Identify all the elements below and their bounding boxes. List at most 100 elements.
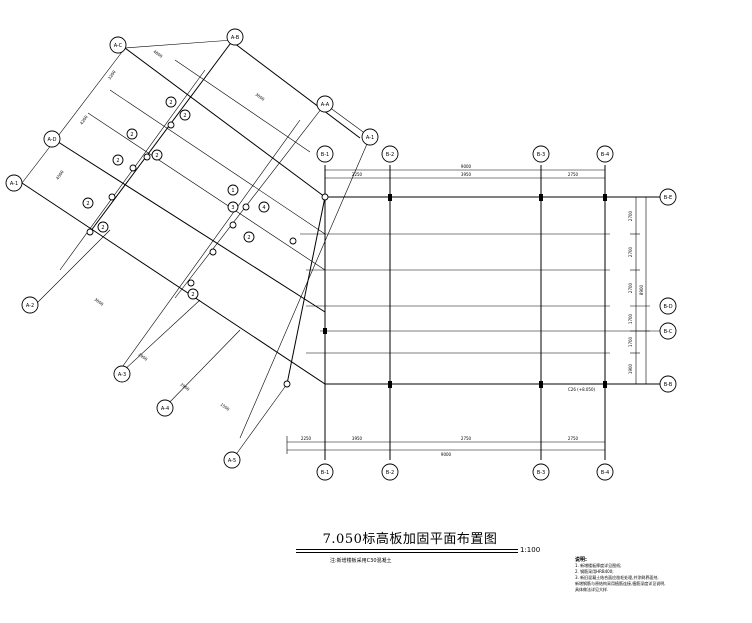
svg-text:A-5: A-5 [228,458,236,464]
svg-text:B-2: B-2 [386,152,394,158]
svg-text:B-E: B-E [664,195,672,201]
drawing-title: 7.050标高板加固平面布置图 [322,532,498,547]
svg-text:2: 2 [116,158,119,164]
svg-text:4: 4 [262,205,265,211]
diag-dim-9: 1500 [219,402,231,412]
diag-dim-6: 3000 [93,297,105,307]
diag-dim-1: 4800 [152,49,164,59]
note-5: 具体做法详见大样. [575,587,609,592]
bottom-dim-1: 2250 [301,436,312,441]
note-1: 1. 新增楼板厚度详见图纸; [575,563,622,568]
axis-bubble-top-b1: B-1 [316,145,334,163]
callout-markers: 1 2 2 2 2 2 2 2 4 2 2 3 [82,96,270,300]
top-dim-2: 3950 [461,172,472,177]
right-wing-plan [300,165,665,460]
callout-12: 3 [227,201,239,213]
drawing-scale: 1:100 [520,546,541,554]
svg-text:2: 2 [86,201,89,207]
svg-text:2: 2 [169,100,172,106]
notes-block: 说明: 1. 新增楼板厚度详见图纸; 2. 钢筋采用HRB400; 3. 新旧混… [575,557,666,593]
svg-text:B-2: B-2 [386,470,394,476]
svg-text:2: 2 [247,235,250,241]
top-dim-3: 2750 [568,172,579,177]
axis-bubble-top-b2: B-2 [381,145,399,163]
bottom-dimension: 2250 3950 2750 2750 9000 [286,436,606,457]
bottom-dim-3: 2750 [461,436,472,441]
svg-text:A-1: A-1 [366,135,374,141]
callout-2: 2 [165,96,177,108]
notes-title: 说明: [575,557,587,563]
axis-bubble-ac: A-C [109,36,127,54]
bottom-dim-4: 2750 [568,436,579,441]
callout-4: 2 [126,128,138,140]
diag-dim-4: 3000 [254,92,266,102]
diag-dim-8: 2900 [179,382,191,392]
axis-bubble-bottom-b3: B-3 [532,463,550,481]
svg-text:2: 2 [191,292,194,298]
axis-bubble-right-bd: B-D [659,297,677,315]
callout-6: 2 [151,149,163,161]
svg-text:A-4: A-4 [161,406,169,412]
title-underline [296,549,518,550]
callout-1: 1 [227,184,239,196]
right-dim-1: 2700 [628,210,633,221]
svg-text:A-2: A-2 [26,303,34,309]
svg-text:2: 2 [183,113,186,119]
drawing-subtitle: 注:新增楼板采用C30混凝土 [330,558,392,564]
axis-bubble-top-b4: B-4 [596,145,614,163]
right-dim-2: 2700 [628,246,633,257]
svg-text:B-D: B-D [663,304,672,310]
note-2: 2. 钢筋采用HRB400; [575,569,614,574]
svg-text:A-B: A-B [231,35,240,41]
title-underline-thin [296,552,518,553]
svg-text:A-D: A-D [48,137,57,143]
callout-3: 2 [179,109,191,121]
axis-bubble-bottom-b2: B-2 [381,463,399,481]
right-dim-5: 1700 [628,336,633,347]
axis-bubble-aa: A-A [316,95,334,113]
axis-bubble-right-be: B-E [659,188,677,206]
note-4: 新增钢筋与原结构采用植筋连接,植筋深度详见说明, [575,581,666,586]
svg-text:A-A: A-A [321,102,330,108]
axis-bubble-bottom-b1: B-1 [316,463,334,481]
diag-dim-3: 4200 [79,114,89,126]
right-dim-4: 1700 [628,313,633,324]
top-total-dim: 9000 [461,164,472,169]
svg-text:B-1: B-1 [321,152,329,158]
axis-bubble-right-bb: B-B [659,375,677,393]
bottom-dim-2: 3950 [352,436,363,441]
svg-text:B-3: B-3 [537,152,545,158]
right-dim-3: 2700 [628,282,633,293]
diagonal-wing-plan: 4800 3200 4200 3000 4500 3000 2900 2900 … [21,39,371,461]
svg-text:A-C: A-C [114,43,123,49]
callout-8: 2 [97,221,109,233]
callout-10: 2 [243,231,255,243]
bottom-total-dim: 9000 [441,452,452,457]
axis-bubbles: B-1 B-2 B-3 B-4 B-1 B-2 B-3 B-4 B-E B-D … [5,28,677,481]
note-3: 3. 新旧混凝土结合面应凿毛处理,并涂刷界面剂, [575,575,659,580]
diag-dim-2: 3200 [107,69,117,81]
svg-text:B-C: B-C [664,329,673,335]
svg-text:A-3: A-3 [118,372,126,378]
callout-9: 4 [258,201,270,213]
right-total-dim: 8900 [639,284,644,295]
axis-bubble-right-bc: B-C [659,322,677,340]
svg-text:2: 2 [130,132,133,138]
axis-bubble-a3: A-3 [113,365,131,383]
callout-7: 2 [82,197,94,209]
axis-bubble-a4: A-4 [156,399,174,417]
svg-text:B-4: B-4 [601,470,609,476]
svg-text:1: 1 [231,188,234,194]
diag-dim-7: 2900 [137,352,149,362]
axis-bubble-a5: A-5 [223,451,241,469]
axis-bubble-a-top-right: A-1 [361,128,379,146]
svg-text:B-4: B-4 [601,152,609,158]
axis-bubble-bottom-b4: B-4 [596,463,614,481]
right-dim-6: 1900 [628,363,633,374]
callout-5: 2 [112,154,124,166]
axis-bubble-ad: A-D [43,130,61,148]
svg-text:B-1: B-1 [321,470,329,476]
callout-11: 2 [187,288,199,300]
axis-bubble-ab: A-B [226,28,244,46]
